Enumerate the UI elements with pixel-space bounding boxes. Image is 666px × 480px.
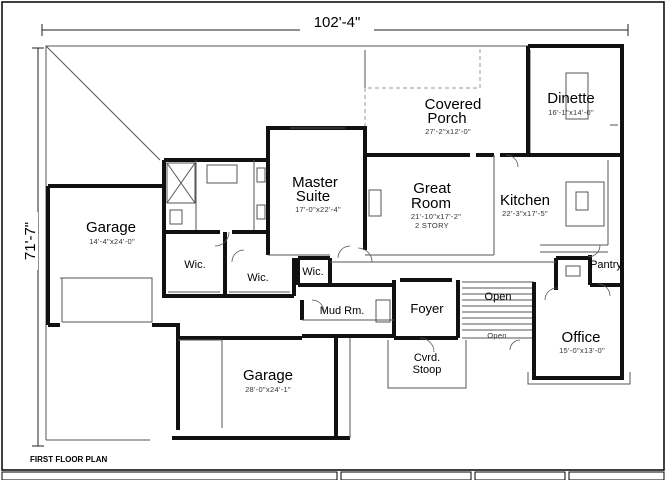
mud-room-name: Mud Rm. [320, 305, 365, 317]
master-suite-name: Master [292, 174, 338, 191]
title-block-boxes [1, 471, 665, 480]
wic-2-name: Wic. [247, 272, 268, 284]
main-garage-dims: 28'-0"x24'-1" [245, 385, 291, 394]
frame-border [1, 1, 665, 471]
left-garage-dims: 14'-4"x24'-0" [89, 237, 135, 246]
left-garage-name: Garage [86, 219, 136, 236]
master-suite-name-2: Suite [296, 188, 330, 205]
dinette-dims: 16'-1"x14'-0" [548, 108, 594, 117]
office-name: Office [562, 329, 601, 346]
stoop-name: Cvrd. [414, 352, 440, 364]
door-swings [214, 154, 611, 353]
mud-room-walls [300, 299, 394, 338]
master-suite-walls [266, 126, 367, 256]
depth-dimension-line [22, 47, 44, 447]
pantry-walls [554, 256, 622, 290]
width-dimension-line [41, 14, 629, 36]
room-labels: Covered Porch 27'-2"x12'-0" Dinette 16'-… [86, 90, 622, 394]
master-bath-walls [162, 158, 268, 298]
great-room-name: Great [413, 180, 451, 197]
great-room-name-2: Room [411, 195, 451, 212]
open-stair-name: Open [485, 291, 512, 303]
kitchen-walls [500, 150, 624, 300]
office-walls [527, 300, 631, 385]
foyer-name: Foyer [410, 301, 444, 316]
great-room-walls [365, 153, 495, 256]
covered-porch-dims: 27'-2"x12'-0" [425, 127, 471, 136]
office-dims: 15'-0"x13'-0" [559, 346, 605, 355]
plan-caption: FIRST FLOOR PLAN [30, 455, 108, 464]
covered-porch-name: Covered [425, 96, 482, 113]
dinette-walls [526, 44, 624, 155]
wic-3-name: Wic. [302, 266, 323, 278]
overall-depth-label: 71'-7" [22, 222, 39, 260]
main-garage-walls [172, 336, 351, 440]
dinette-name: Dinette [547, 90, 595, 107]
main-garage-name: Garage [243, 367, 293, 384]
wic-1-name: Wic. [184, 259, 205, 271]
covered-porch-name-2: Porch [427, 110, 466, 127]
great-room-dims: 21'-10"x17'-2" [411, 212, 461, 221]
kitchen-dims: 22'-3"x17'-5" [502, 209, 548, 218]
stoop-name-2: Stoop [413, 364, 442, 376]
left-garage-walls [46, 184, 180, 338]
pantry-name: Pantry [590, 259, 622, 271]
open-small-name: Open [487, 331, 507, 340]
great-room-note: 2 STORY [415, 221, 449, 230]
kitchen-name: Kitchen [500, 192, 550, 209]
overall-width-label: 102'-4" [314, 14, 361, 31]
stoop-walls [387, 336, 467, 389]
master-suite-dims: 17'-0"x22'-4" [295, 205, 341, 214]
